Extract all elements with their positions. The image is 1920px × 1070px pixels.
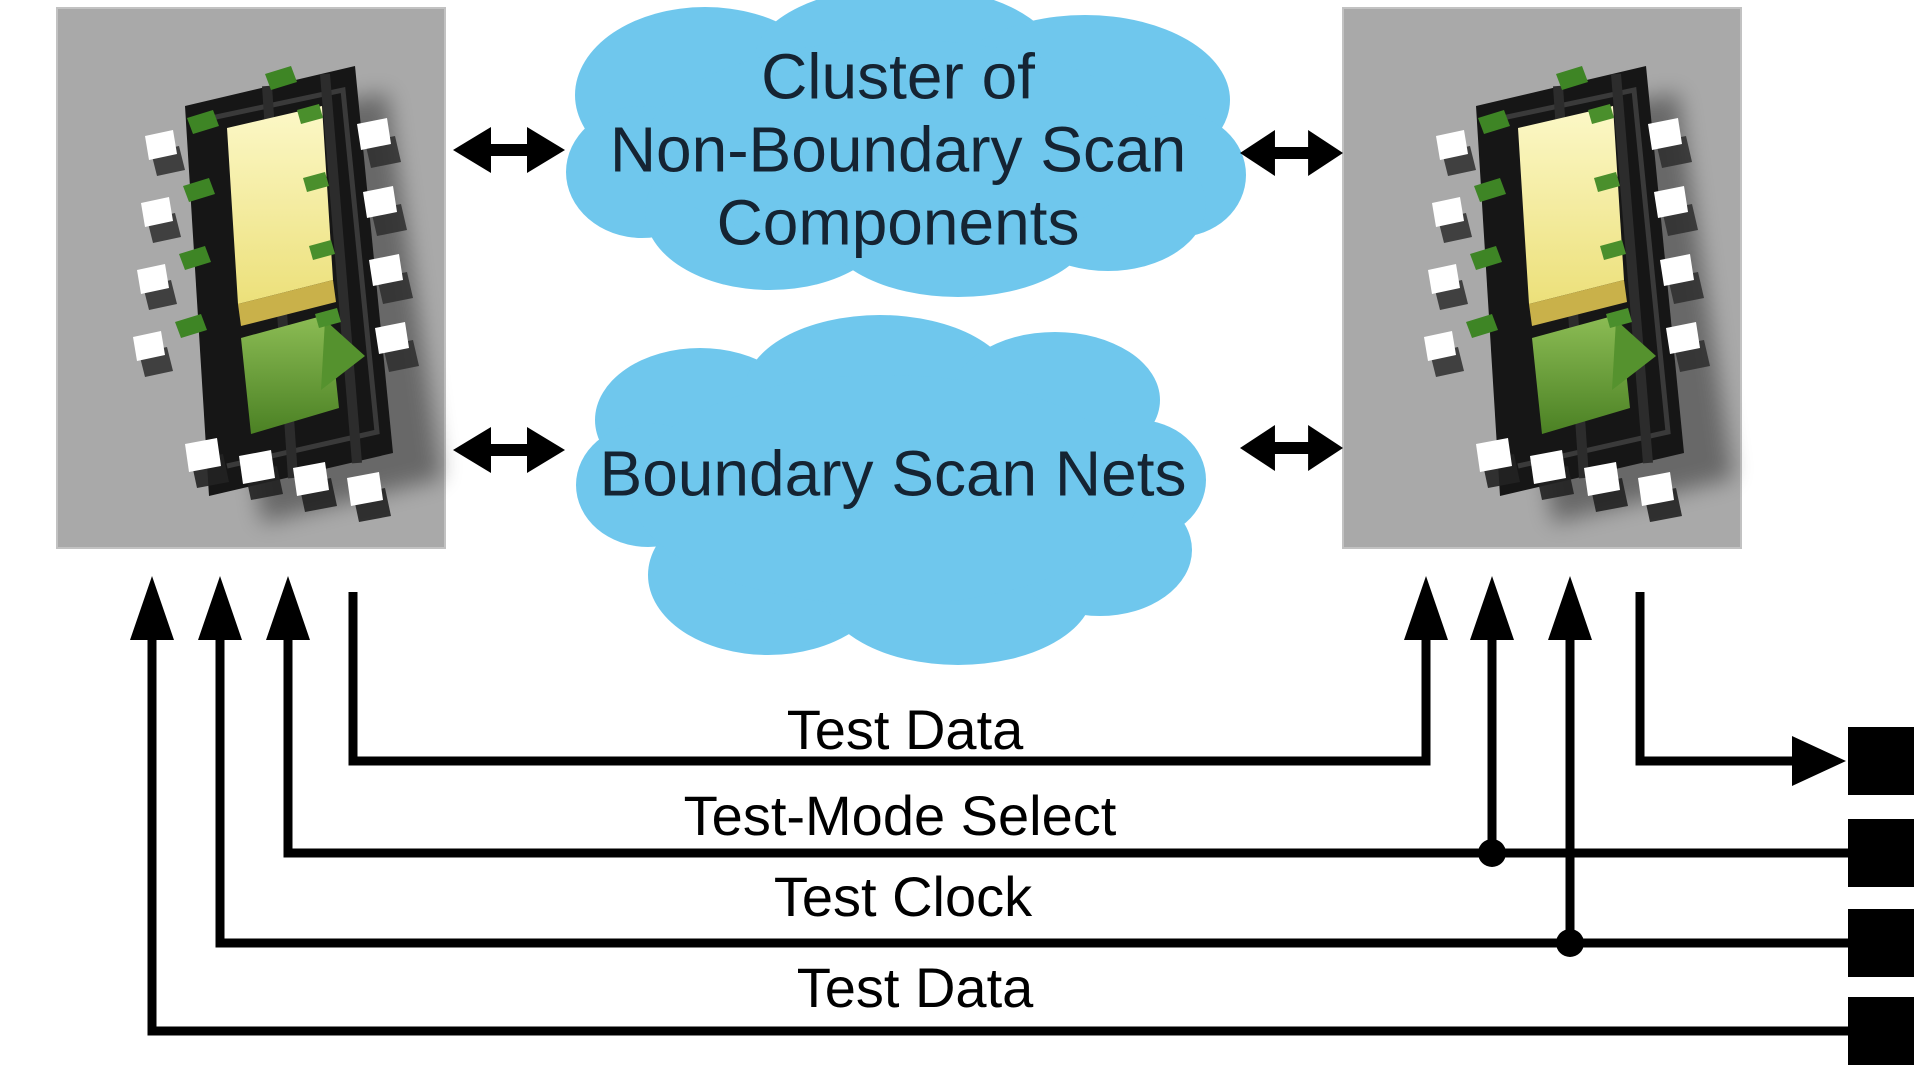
up-arrowhead — [198, 576, 242, 640]
cloud-bottom-label: Boundary Scan Nets — [599, 437, 1187, 510]
cloud-top-label-line2: Non-Boundary Scan — [609, 113, 1187, 186]
wire-test-data-out — [1635, 592, 1794, 766]
wire-test-clock — [215, 640, 1848, 948]
up-arrowhead — [266, 576, 310, 640]
signal-label-test-clock: Test Clock — [773, 865, 1033, 928]
cloud-non-boundary-scan — [566, 0, 1246, 297]
up-arrowhead — [1548, 576, 1592, 640]
up-arrowhead — [1470, 576, 1514, 640]
wire-test-data-top — [348, 592, 1431, 766]
cloud-boundary-scan-nets — [576, 315, 1206, 665]
edge-connector-square-2 — [1848, 819, 1914, 887]
edge-connector-square-1 — [1848, 727, 1914, 795]
junction-dot-tms — [1478, 839, 1506, 867]
signal-label-test-data-top: Test Data — [786, 698, 1024, 761]
junction-dot-tck — [1556, 929, 1584, 957]
up-arrowhead — [130, 576, 174, 640]
right-arrowhead — [1792, 736, 1846, 786]
bidirectional-arrow-left-bottom — [453, 427, 565, 473]
edge-connector-square-4 — [1848, 997, 1914, 1065]
edge-connector-square-3 — [1848, 909, 1914, 977]
edge-connectors — [1848, 727, 1914, 1065]
right-component — [1342, 7, 1742, 549]
cloud-top-label-line3: Components — [716, 186, 1080, 259]
test-bus-wires — [147, 592, 1848, 1036]
cloud-top-label-line1: Cluster of — [761, 40, 1035, 113]
signal-label-test-data-bottom: Test Data — [796, 956, 1034, 1019]
cloud-top-label: Cluster of Non-Boundary Scan Components — [610, 41, 1186, 260]
bidirectional-arrow-left-top — [453, 127, 565, 173]
wire-test-mode-select — [283, 640, 1848, 858]
bidirectional-arrow-right-top — [1240, 130, 1344, 176]
wire-test-data-bottom — [147, 640, 1848, 1036]
bidirectional-arrow-right-bottom — [1240, 425, 1344, 471]
up-arrowhead — [1404, 576, 1448, 640]
signal-label-test-mode-select: Test-Mode Select — [683, 784, 1117, 847]
left-component — [56, 7, 445, 549]
